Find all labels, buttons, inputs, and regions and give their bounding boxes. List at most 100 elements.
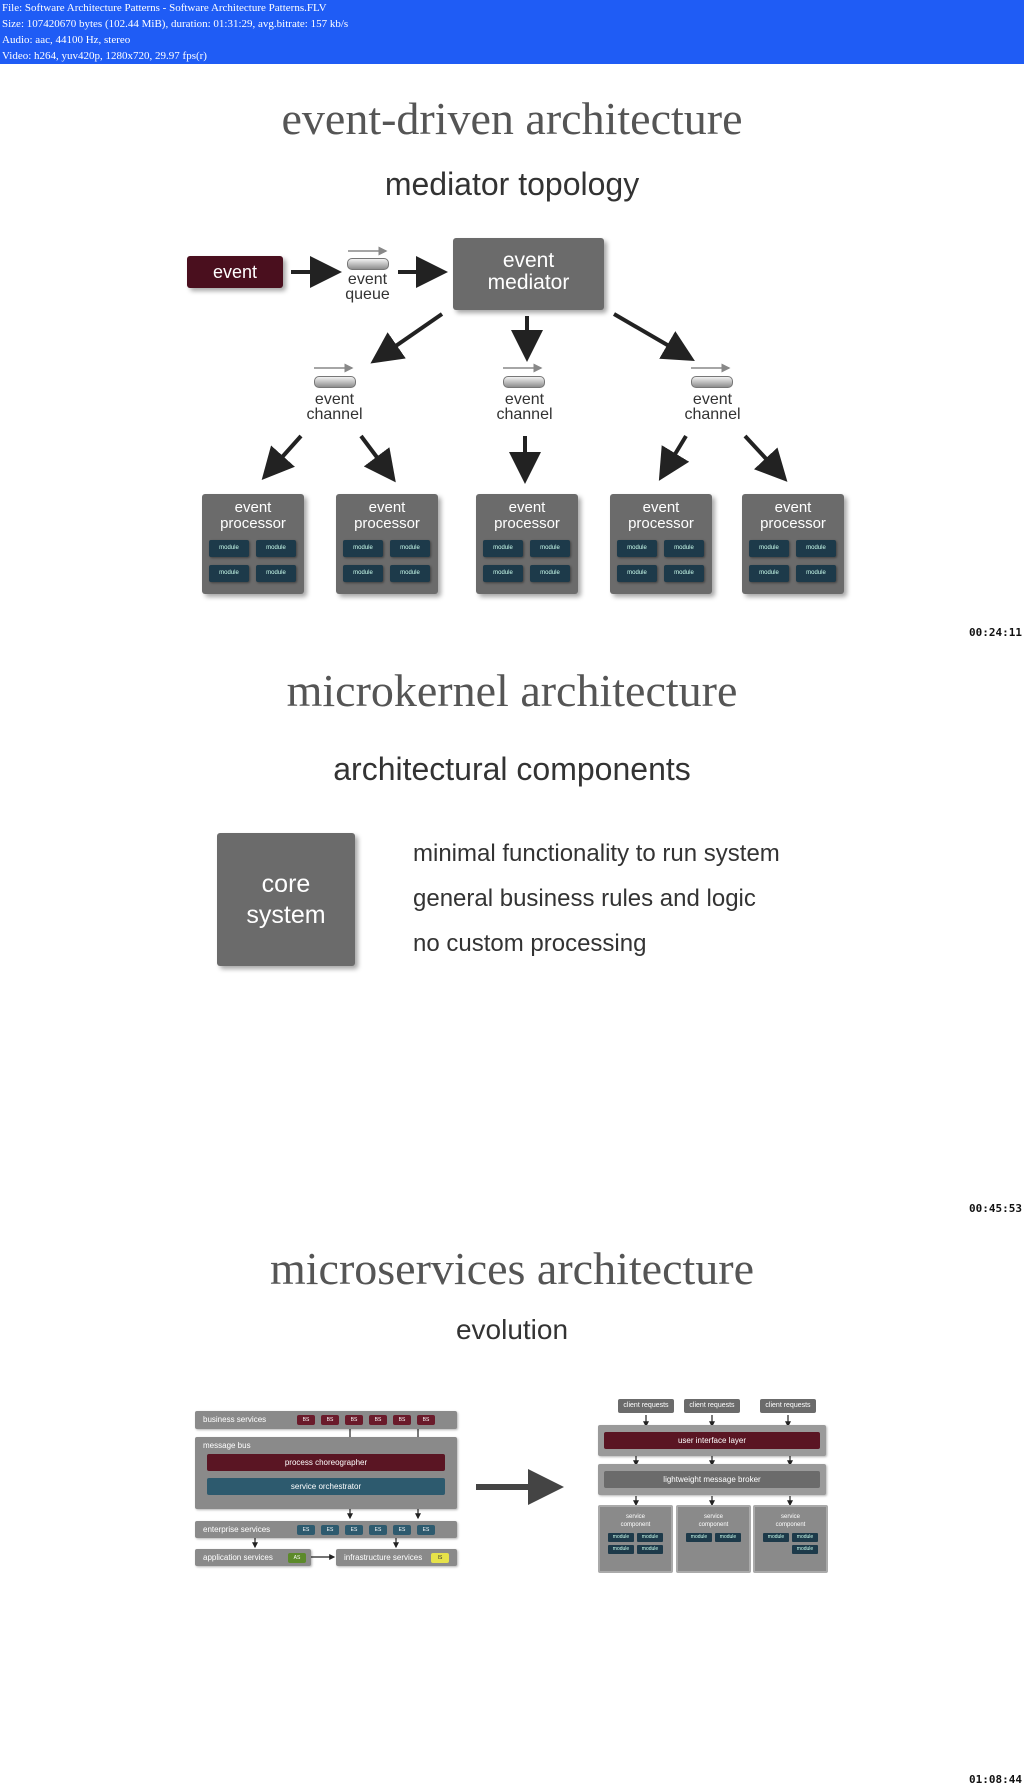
application-services-bar: application services AS — [195, 1549, 311, 1566]
arrow-mediator-channel-1 — [370, 312, 444, 364]
module-chip: module — [256, 540, 296, 557]
channel-tube-icon-3 — [691, 376, 733, 388]
enterprise-services-bar: enterprise services ES ES ES ES ES ES — [195, 1521, 457, 1538]
event-driven-panel: event-driven architecture mediator topol… — [0, 76, 1024, 639]
client-requests-3: client requests — [760, 1399, 816, 1413]
bullet-1: minimal functionality to run system — [413, 840, 780, 867]
module-chip: module — [715, 1533, 741, 1542]
file-line: File: Software Architecture Patterns - S… — [2, 2, 327, 14]
client-requests-2: client requests — [684, 1399, 740, 1413]
module-chip: module — [483, 540, 523, 557]
event-channel-label-3: event channel — [684, 391, 741, 423]
ui-layer-container: user interface layer — [598, 1425, 826, 1456]
module-chip: module — [209, 540, 249, 557]
module-chip: module — [796, 565, 836, 582]
arrow-mediator-channel-3 — [612, 312, 695, 362]
module-chip: module — [209, 565, 249, 582]
microkernel-panel: microkernel architecture architectural c… — [0, 652, 1024, 1215]
module-chip: module — [763, 1533, 789, 1542]
channel-tube-icon-2 — [503, 376, 545, 388]
event-queue-label: event queue — [345, 271, 390, 303]
microservices-panel: microservices architecture evolution bus… — [0, 1228, 1024, 1788]
service-orchestrator: service orchestrator — [207, 1478, 445, 1495]
message-broker: lightweight message broker — [604, 1471, 820, 1488]
microservices-title: microservices architecture — [269, 1243, 754, 1294]
infrastructure-services-bar: infrastructure services IS — [336, 1549, 457, 1566]
bullet-2: general business rules and logic — [413, 885, 756, 912]
module-chip: module — [390, 540, 430, 557]
event-channel-label-2: event channel — [496, 391, 553, 423]
microservices-arrows — [252, 1415, 793, 1560]
timestamp-1: 00:24:11 — [969, 626, 1022, 639]
module-chip: module — [792, 1545, 818, 1554]
bs-chip: BS — [369, 1415, 387, 1425]
arrow-channel3-proc5 — [743, 434, 788, 482]
module-chip: module — [792, 1533, 818, 1542]
audio-line: Audio: aac, 44100 Hz, stereo — [2, 34, 131, 46]
event-mediator-box: event mediator — [453, 238, 604, 310]
ui-layer: user interface layer — [604, 1432, 820, 1449]
module-chip: module — [483, 565, 523, 582]
module-chip: module — [664, 565, 704, 582]
module-chip: module — [749, 540, 789, 557]
size-line: Size: 107420670 bytes (102.44 MiB), dura… — [2, 18, 349, 30]
bullet-3: no custom processing — [413, 930, 647, 957]
microkernel-title: microkernel architecture — [286, 665, 738, 716]
video-line: Video: h264, yuv420p, 1280x720, 29.97 fp… — [2, 50, 207, 62]
module-chip: module — [530, 540, 570, 557]
process-choreographer: process choreographer — [207, 1454, 445, 1471]
timestamp-2: 00:45:53 — [969, 1202, 1022, 1215]
module-chip: module — [637, 1533, 663, 1542]
as-chip: AS — [288, 1553, 306, 1563]
module-chip: module — [749, 565, 789, 582]
module-chip: module — [343, 540, 383, 557]
bs-chip: BS — [297, 1415, 315, 1425]
client-requests-1: client requests — [618, 1399, 674, 1413]
module-chip: module — [608, 1533, 634, 1542]
event-diagram-arrows — [261, 246, 788, 484]
architectural-components-subtitle: architectural components — [333, 751, 691, 787]
module-chip: module — [617, 540, 657, 557]
event-box: event — [187, 256, 283, 288]
event-driven-title: event-driven architecture — [281, 93, 743, 144]
core-system-box: core system — [217, 833, 355, 966]
module-chip: module — [390, 565, 430, 582]
arrow-channel1-proc2 — [359, 434, 396, 483]
message-broker-container: lightweight message broker — [598, 1464, 826, 1495]
bs-chip: BS — [393, 1415, 411, 1425]
es-chip: ES — [297, 1525, 315, 1535]
module-chip: module — [608, 1545, 634, 1554]
es-chip: ES — [345, 1525, 363, 1535]
bs-chip: BS — [345, 1415, 363, 1425]
bs-chip: BS — [321, 1415, 339, 1425]
es-chip: ES — [393, 1525, 411, 1535]
arrow-channel1-proc1 — [261, 434, 303, 480]
module-chip: module — [530, 565, 570, 582]
business-services-bar: business services BS BS BS BS BS BS — [195, 1411, 457, 1429]
arrow-channel3-proc4 — [658, 434, 690, 481]
video-info-header: File: Software Architecture Patterns - S… — [0, 0, 1024, 64]
module-chip: module — [256, 565, 296, 582]
module-chip: module — [637, 1545, 663, 1554]
module-chip: module — [686, 1533, 712, 1542]
module-chip: module — [796, 540, 836, 557]
module-chip: module — [343, 565, 383, 582]
bs-chip: BS — [417, 1415, 435, 1425]
queue-tube-icon — [347, 258, 389, 270]
es-chip: ES — [369, 1525, 387, 1535]
event-channel-label-1: event channel — [306, 391, 363, 423]
evolution-subtitle: evolution — [455, 1314, 569, 1345]
module-chip: module — [617, 565, 657, 582]
mediator-topology-subtitle: mediator topology — [384, 166, 640, 202]
timestamp-3: 01:08:44 — [969, 1773, 1022, 1786]
es-chip: ES — [417, 1525, 435, 1535]
channel-tube-icon-1 — [314, 376, 356, 388]
module-chip: module — [664, 540, 704, 557]
is-chip: IS — [431, 1553, 449, 1563]
es-chip: ES — [321, 1525, 339, 1535]
